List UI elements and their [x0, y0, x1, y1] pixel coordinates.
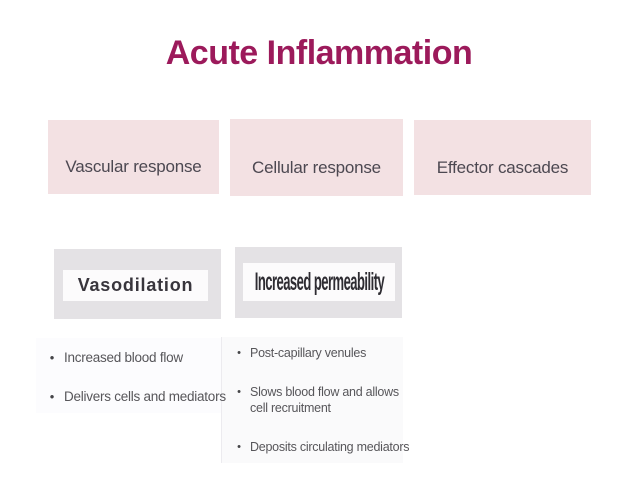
permeability-label: Increased permeability	[254, 267, 384, 296]
list-item: • Deposits circulating mediators	[228, 439, 409, 455]
list-item: • Post-capillary venules	[228, 345, 366, 361]
category-box-vascular-response: Vascular response	[48, 120, 219, 194]
list-item-text: Deposits circulating mediators	[250, 440, 410, 454]
list-item-text: Delivers cells and mediators	[64, 389, 226, 404]
bullet-icon: •	[237, 386, 241, 398]
category-box-label: Effector cascades	[436, 157, 569, 177]
bullet-icon: •	[237, 347, 241, 359]
list-item-text: Slows blood flow and allows cell recruit…	[250, 385, 399, 415]
bullet-icon: •	[49, 389, 55, 404]
bullet-icon: •	[237, 441, 241, 453]
vasodilation-bullet-panel	[36, 338, 224, 413]
category-box-cellular-response: Cellular response	[230, 119, 403, 196]
mechanism-box-increased-permeability: Increased permeability	[235, 247, 402, 318]
list-item-text: Post-capillary venules	[250, 346, 367, 360]
category-box-label: Vascular response	[65, 157, 202, 176]
bullet-icon: •	[49, 350, 55, 365]
vasodilation-label: Vasodilation	[77, 275, 194, 295]
category-box-label: Cellular response	[252, 157, 381, 177]
slide-title: Acute Inflammation	[165, 34, 473, 72]
category-box-effector-cascades: Effector cascades	[414, 120, 591, 195]
permeability-bullet-panel	[221, 337, 403, 463]
mechanism-box-vasodilation: Vasodilation	[54, 249, 221, 319]
list-item-text: Increased blood flow	[64, 350, 183, 365]
vasodilation-label-card: Vasodilation	[63, 270, 208, 301]
list-item: • Delivers cells and mediators	[40, 388, 226, 405]
list-item: • Increased blood flow	[40, 349, 183, 366]
list-item: • Slows blood flow and allows cell recru…	[228, 384, 412, 416]
permeability-label-card: Increased permeability	[243, 263, 395, 301]
